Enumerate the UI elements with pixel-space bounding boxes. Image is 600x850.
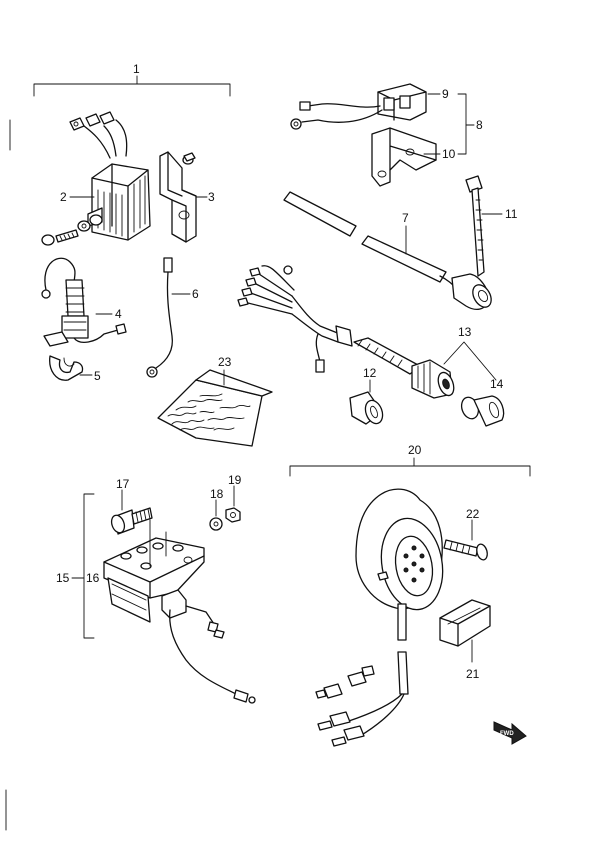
callout-11: 11: [505, 207, 518, 221]
callout-22: 22: [466, 507, 480, 521]
callout-19: 19: [228, 473, 242, 487]
callout-20: 20: [408, 443, 422, 457]
grommet-part-12: [349, 391, 384, 425]
condenser-part-4: [41, 257, 127, 347]
rectifier-regulator-part-2: [69, 111, 151, 241]
callout-9: 9: [442, 87, 449, 101]
mounting-bracket-part-3: [159, 151, 197, 243]
ground-lead-part-6: [146, 257, 174, 378]
group-13-bracket: [443, 341, 497, 381]
callout-6: 6: [192, 287, 199, 301]
callout-12: 12: [363, 366, 377, 380]
callout-18: 18: [210, 487, 224, 501]
screw-part-22: [443, 539, 488, 561]
forward-arrow-icon: FWD: [493, 721, 527, 745]
callout-15: 15: [56, 571, 70, 585]
fwd-arrow-label: FWD: [500, 731, 514, 737]
callout-3: 3: [208, 190, 215, 204]
connector-cap-part-14: [460, 395, 505, 427]
screw-part-17: [110, 507, 153, 535]
coil-bracket-part-10: [371, 127, 437, 187]
callout-8: 8: [476, 118, 483, 132]
coil-part-9: [290, 83, 427, 130]
group-20-bracket: [289, 457, 531, 477]
screw-and-washer: [41, 214, 103, 246]
callout-14: 14: [490, 377, 504, 391]
callout-13: 13: [458, 325, 472, 339]
connector-part-13: [411, 359, 455, 399]
callout-16: 16: [86, 571, 100, 585]
callout-7: 7: [402, 211, 409, 225]
callout-2: 2: [60, 190, 67, 204]
wire-harness: [237, 265, 421, 375]
cable-tie-part-11: [465, 175, 485, 277]
group-1-bracket: [33, 75, 231, 97]
terminal-pins: [315, 665, 375, 699]
callout-10: 10: [442, 147, 456, 161]
callout-labels: 1 2 3 4 5 6 7 8 9 10 11 12 13 14 15 16 1…: [56, 62, 518, 681]
buzzer-leads: [317, 651, 409, 747]
callout-21: 21: [466, 667, 480, 681]
callout-23: 23: [218, 355, 232, 369]
callout-17: 17: [116, 477, 130, 491]
pad-part-21: [439, 599, 491, 647]
clamp-part-5: [49, 355, 84, 381]
group-8-bracket: [423, 93, 475, 155]
callout-4: 4: [115, 307, 122, 321]
warning-buzzer-part-20: [355, 488, 444, 641]
cable-tie-bag-part-23: [157, 369, 273, 447]
nut-part-19: [225, 507, 241, 523]
washer-part-18: [209, 517, 223, 531]
callout-1: 1: [133, 62, 140, 76]
callout-5: 5: [94, 369, 101, 383]
protector-hose-part-7: [283, 191, 492, 311]
switch-assembly-part-16: [103, 519, 256, 704]
